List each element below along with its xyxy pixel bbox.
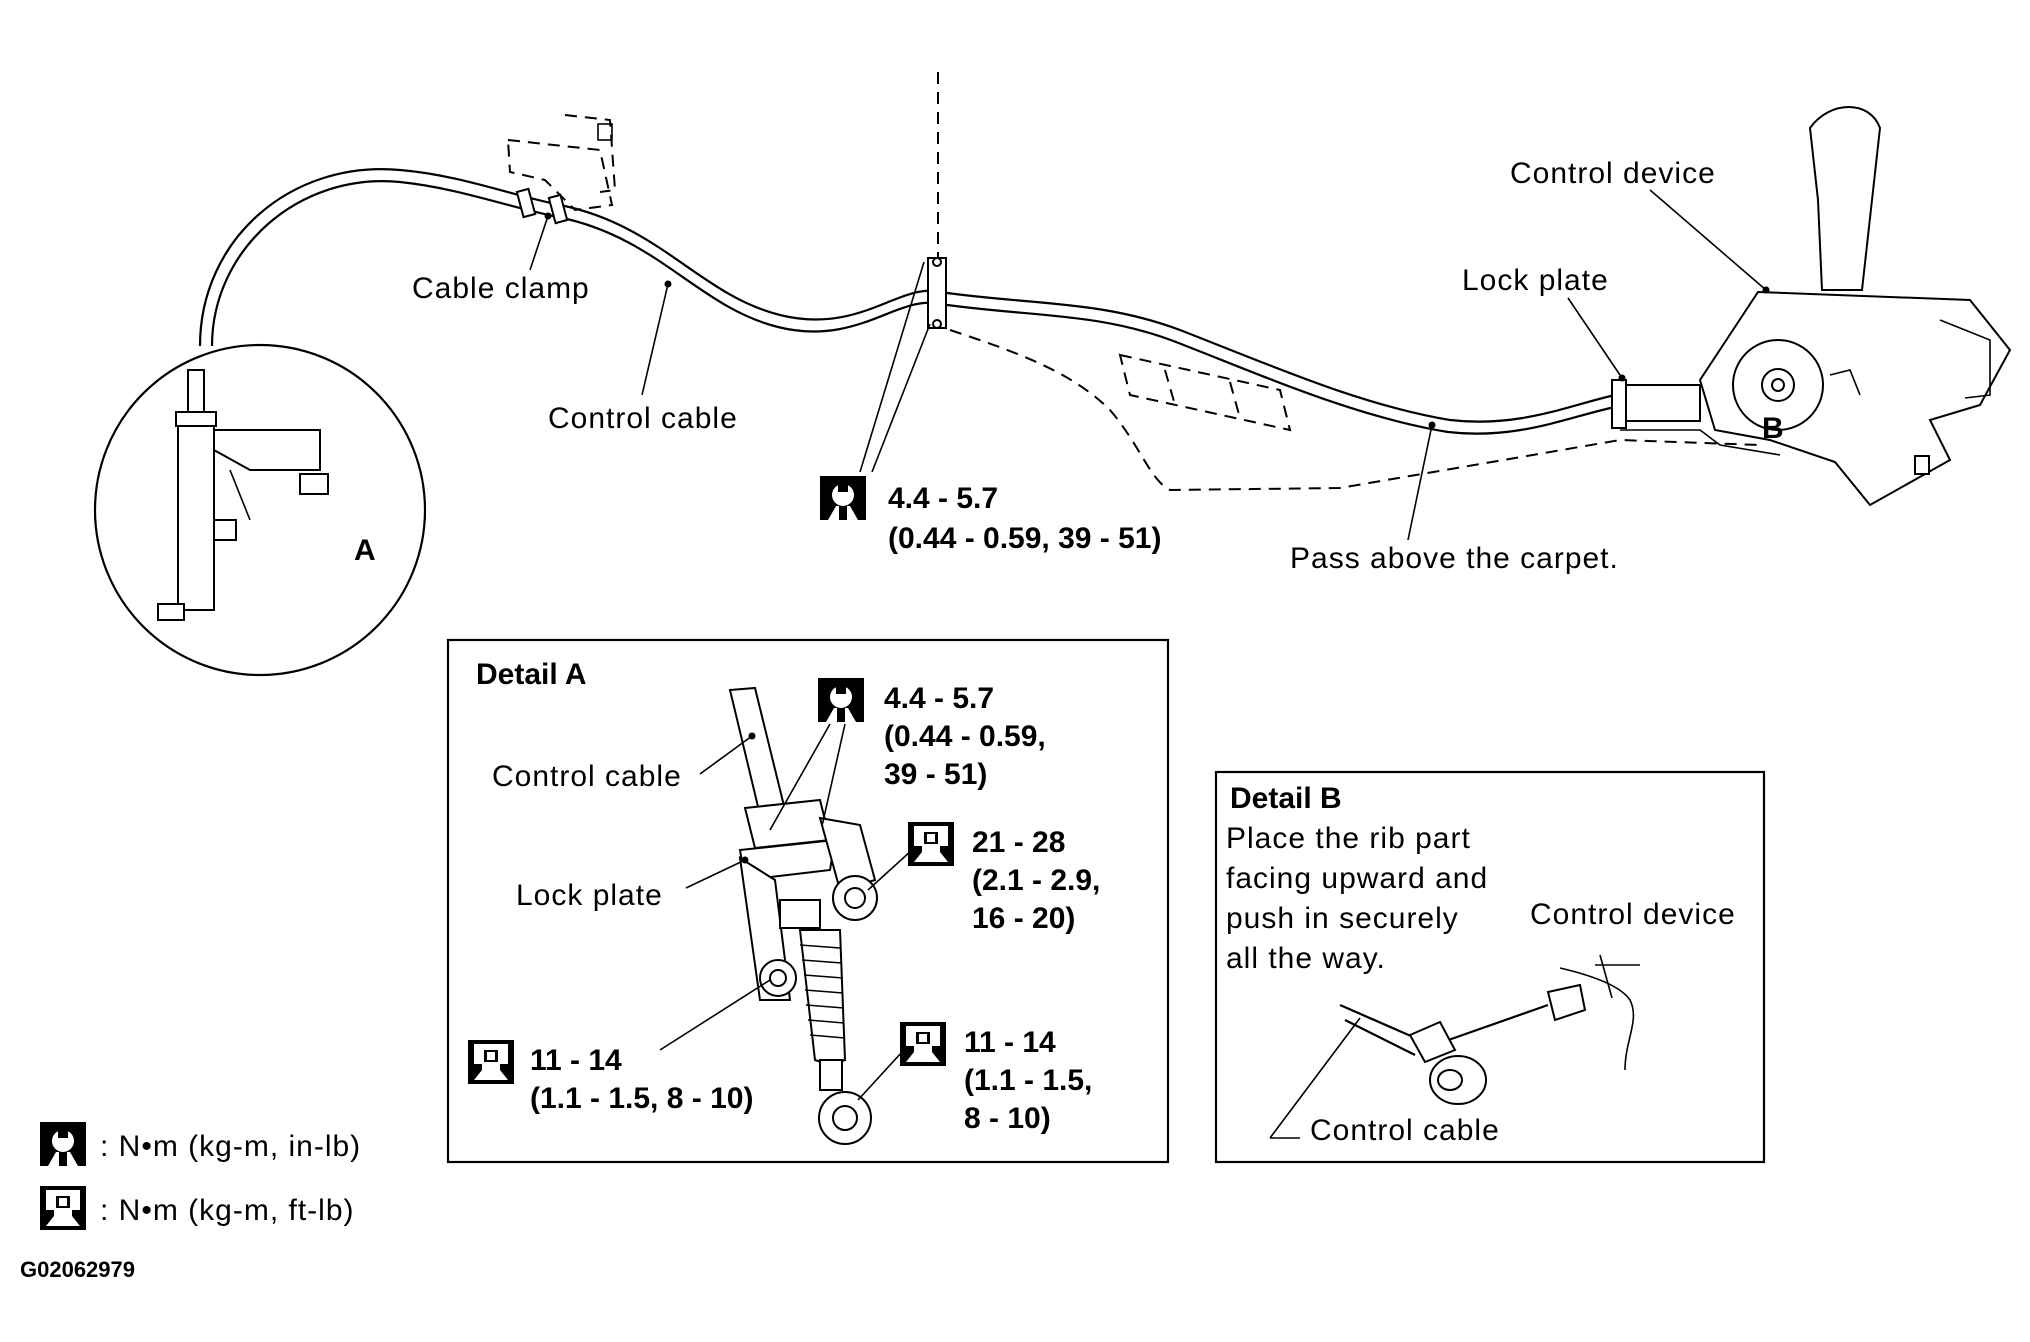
detail-a-title: Detail A — [476, 658, 587, 691]
legend-inlb-text: : N•m (kg-m, in-lb) — [100, 1130, 361, 1163]
detail-a-callout-circle — [93, 343, 427, 677]
detail-b-control-device-label: Control device — [1530, 898, 1736, 931]
control-cable-main-label: Control cable — [548, 402, 738, 435]
figure-code: G02062979 — [20, 1257, 135, 1282]
detail-b-title: Detail B — [1230, 782, 1342, 815]
detail-a-torque-top-line1: 4.4 - 5.7 — [884, 682, 994, 715]
detail-a-torque-top-line3: 39 - 51) — [884, 758, 987, 791]
detail-a-torque-right-line3: 16 - 20) — [972, 902, 1075, 935]
main-routing — [198, 72, 1761, 492]
torque-wrench-icon-main — [820, 476, 866, 520]
detail-a-torque-top-line2: (0.44 - 0.59, — [884, 720, 1046, 753]
torque-wrench-icon-detail-a-right — [908, 822, 954, 866]
torque-wrench-icon-inlb — [40, 1122, 86, 1166]
detail-a-torque-bottom-line2: (1.1 - 1.5, — [964, 1064, 1092, 1097]
detail-a-torque-left-line2: (1.1 - 1.5, 8 - 10) — [530, 1082, 753, 1115]
detail-a-torque-right-line1: 21 - 28 — [972, 826, 1065, 859]
torque-wrench-icon-ftlb — [40, 1186, 86, 1230]
torque-wrench-icon-detail-a-bottom — [900, 1022, 946, 1066]
control-device-main-label: Control device — [1510, 157, 1716, 190]
detail-a-lock-plate-label: Lock plate — [516, 879, 663, 912]
control-device-assembly — [1611, 106, 2012, 507]
torque-main-line1: 4.4 - 5.7 — [888, 482, 998, 515]
lock-plate-main-label: Lock plate — [1462, 264, 1609, 297]
detail-b-drawing — [1269, 954, 1640, 1139]
detail-a-torque-right-line2: (2.1 - 2.9, — [972, 864, 1100, 897]
torque-wrench-icon-detail-a-top — [818, 678, 864, 722]
pass-above-carpet-label: Pass above the carpet. — [1290, 542, 1619, 575]
legend-ftlb-text: : N•m (kg-m, ft-lb) — [100, 1194, 355, 1227]
detail-a-torque-bottom-line3: 8 - 10) — [964, 1102, 1051, 1135]
marker-a: A — [354, 534, 376, 567]
torque-wrench-icon-detail-a-left — [468, 1040, 514, 1084]
detail-b-instruction-line1: Place the rib part — [1226, 822, 1471, 855]
torque-main-line2: (0.44 - 0.59, 39 - 51) — [888, 522, 1162, 555]
detail-a-drawing — [728, 686, 878, 1145]
detail-a-control-cable-label: Control cable — [492, 760, 682, 793]
detail-b-panel — [1214, 770, 1766, 1164]
cable-clamp-label: Cable clamp — [412, 272, 590, 305]
detail-b-instruction-line2: facing upward and — [1226, 862, 1488, 895]
detail-b-instruction-line3: push in securely — [1226, 902, 1459, 935]
detail-b-control-cable-label: Control cable — [1310, 1114, 1500, 1147]
detail-a-torque-left-line1: 11 - 14 — [530, 1044, 622, 1077]
marker-b: B — [1762, 412, 1784, 445]
detail-a-torque-bottom-line1: 11 - 14 — [964, 1026, 1056, 1059]
detail-b-instruction-line4: all the way. — [1226, 942, 1386, 975]
